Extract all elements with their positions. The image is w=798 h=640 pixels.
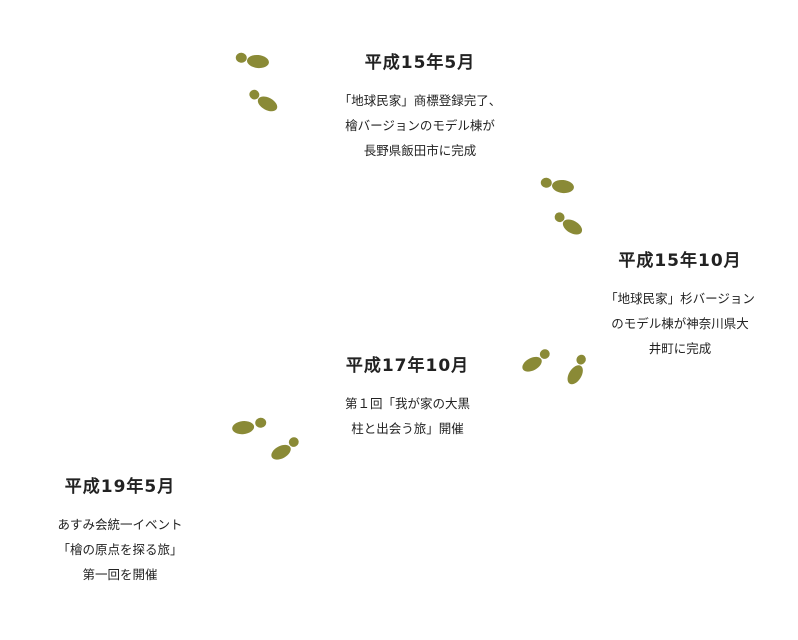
event-description-line: 長野県飯田市に完成 xyxy=(363,143,477,158)
footprint-icon xyxy=(537,175,579,197)
event-description-line: 「地球民家」杉バージョン xyxy=(605,291,755,306)
footprint-icon xyxy=(265,434,305,464)
event-description: 第１回「我が家の大黒 柱と出会う旅」開催 xyxy=(320,391,495,441)
footprint-icon xyxy=(560,352,594,388)
event-description: 「地球民家」杉バージョン のモデル棟が神奈川県大 井町に完成 xyxy=(585,286,775,361)
event-description-line: 柱と出会う旅」開催 xyxy=(351,421,464,436)
timeline-event-2005-october: 平成17年10月 第１回「我が家の大黒 柱と出会う旅」開催 xyxy=(320,355,495,441)
footprint-icon xyxy=(244,88,284,116)
event-date: 平成19年5月 xyxy=(64,477,176,497)
footprint-icon xyxy=(228,415,270,437)
timeline-event-2003-october: 平成15年10月 「地球民家」杉バージョン のモデル棟が神奈川県大 井町に完成 xyxy=(585,250,775,361)
event-description: あすみ会統一イベント 「檜の原点を探る旅」 第一回を開催 xyxy=(35,512,205,587)
event-description-line: 檜バージョンのモデル棟が xyxy=(345,118,495,133)
event-description-line: 井町に完成 xyxy=(648,341,712,356)
event-description-line: あすみ会統一イベント xyxy=(57,517,183,532)
footprint-icon xyxy=(548,210,590,240)
event-date: 平成15年10月 xyxy=(618,251,742,271)
footprint-icon xyxy=(516,346,556,376)
event-description: 「地球民家」商標登録完了、 檜バージョンのモデル棟が 長野県飯田市に完成 xyxy=(330,88,510,163)
event-date: 平成17年10月 xyxy=(345,356,470,376)
event-description-line: 第一回を開催 xyxy=(82,567,158,582)
timeline-event-2003-may: 平成15年5月 「地球民家」商標登録完了、 檜バージョンのモデル棟が 長野県飯田… xyxy=(330,52,510,163)
event-description-line: 「檜の原点を探る旅」 xyxy=(57,542,183,557)
event-description-line: 「地球民家」商標登録完了、 xyxy=(338,93,502,108)
event-description-line: のモデル棟が神奈川県大 xyxy=(611,316,749,331)
footprint-icon xyxy=(232,50,274,72)
timeline-event-2007-may: 平成19年5月 あすみ会統一イベント 「檜の原点を探る旅」 第一回を開催 xyxy=(35,476,205,587)
event-date: 平成15年5月 xyxy=(364,53,476,73)
event-description-line: 第１回「我が家の大黒 xyxy=(344,396,470,411)
